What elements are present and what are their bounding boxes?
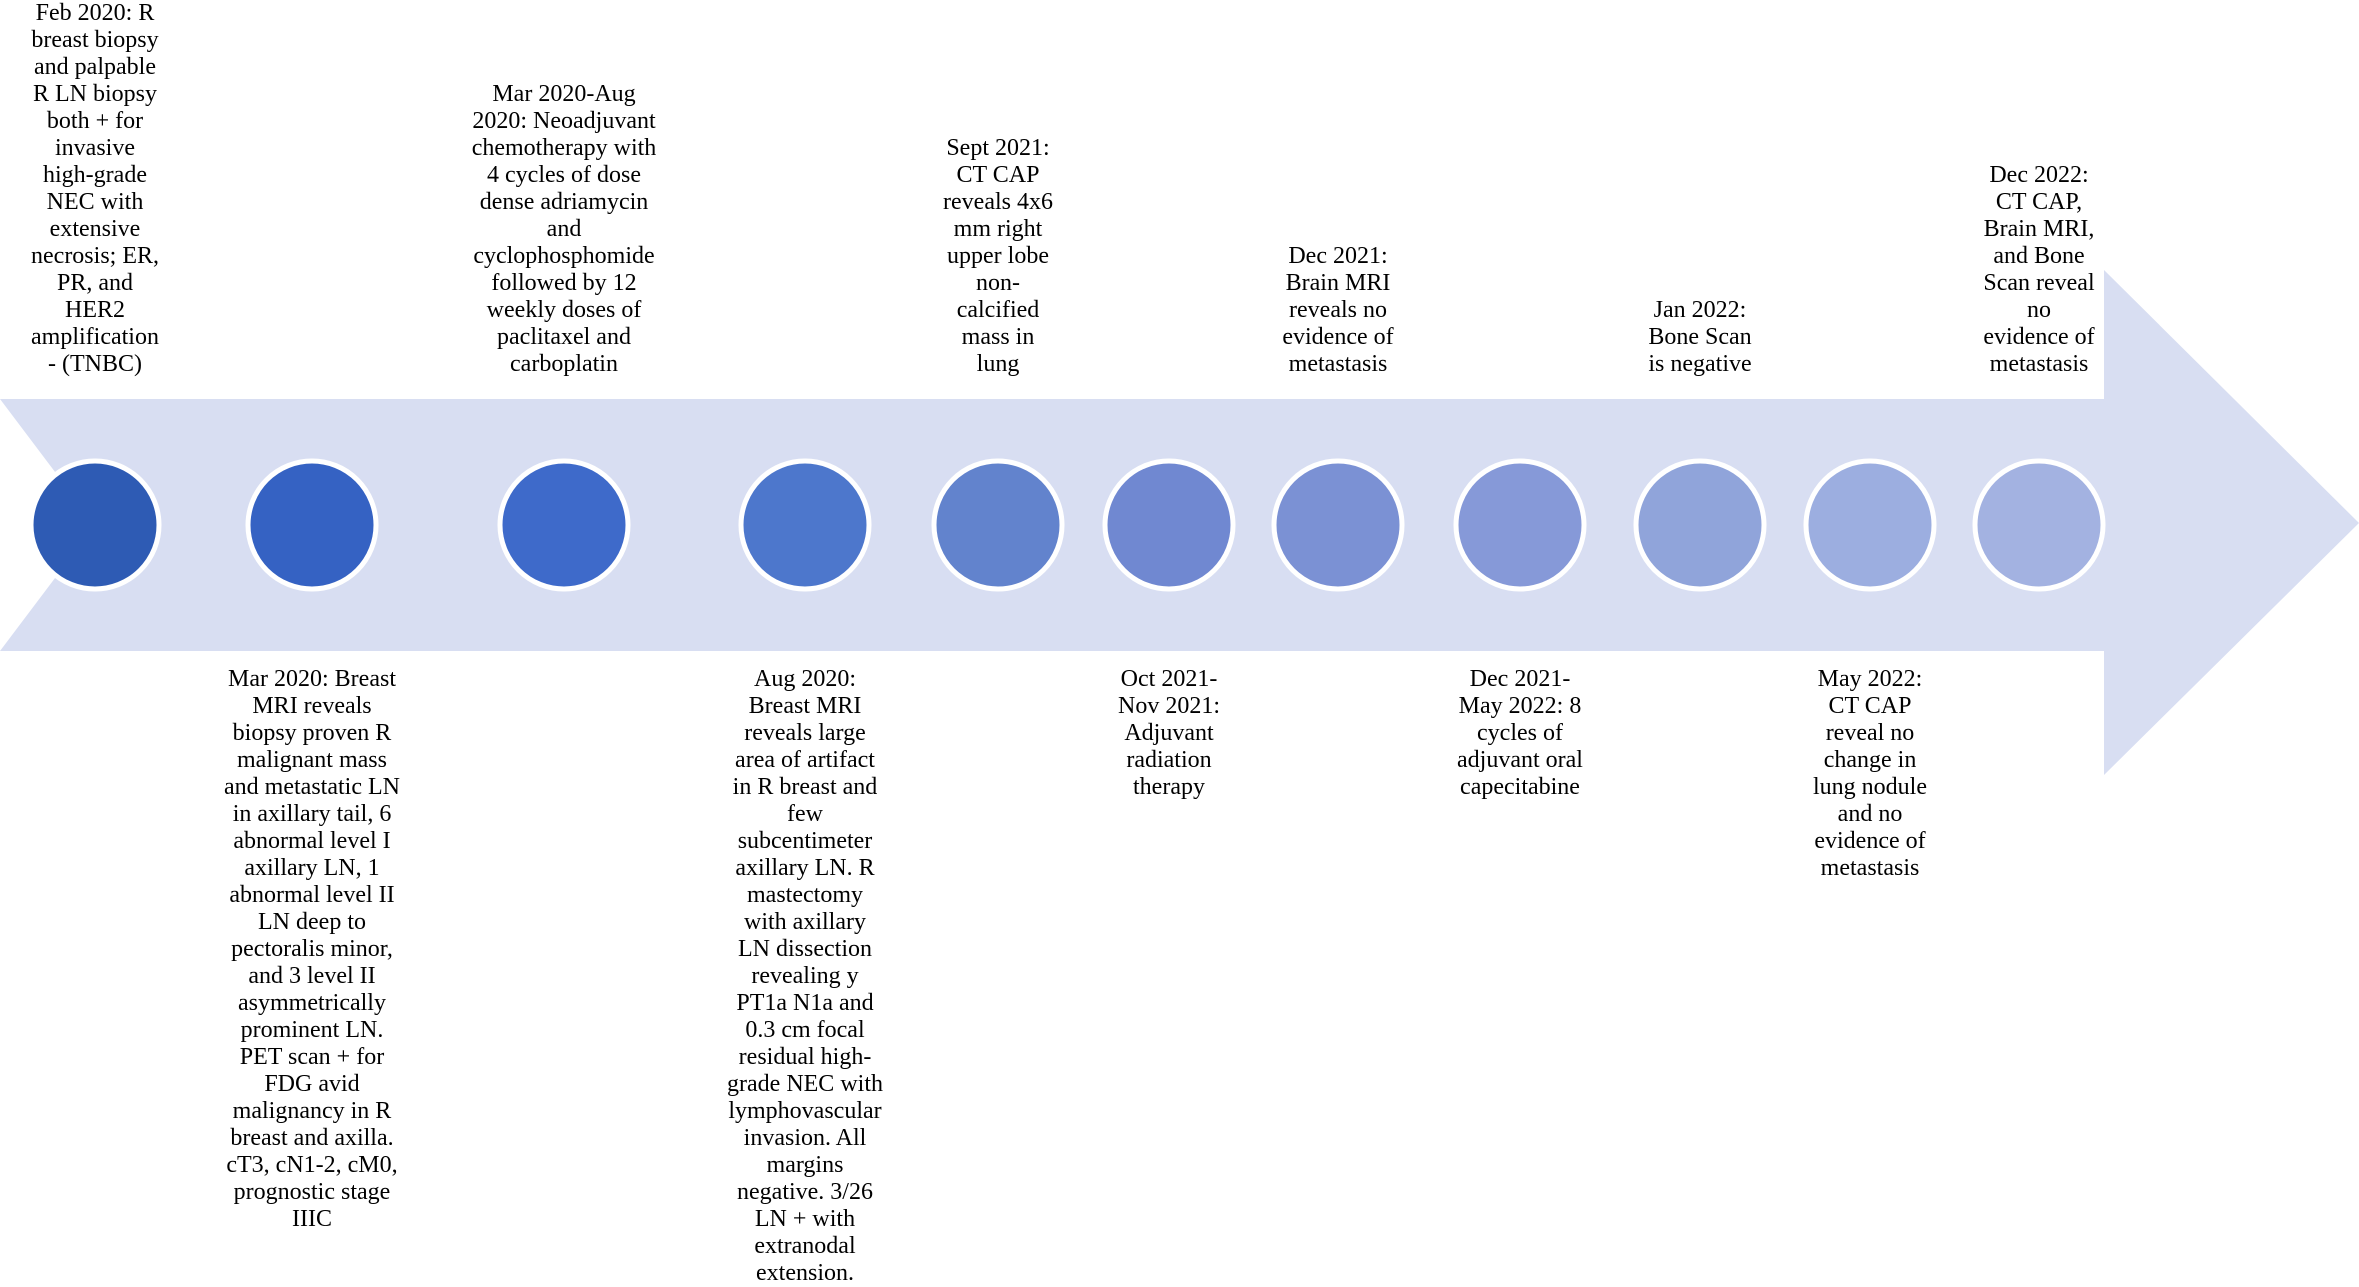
timeline-marker-8 [1453, 458, 1587, 592]
event-label-dec-2021-mri: Dec 2021: Brain MRI reveals no evidence … [1282, 243, 1394, 377]
timeline-marker-9 [1633, 458, 1767, 592]
timeline-marker-4 [738, 458, 872, 592]
event-label-oct-nov-2021: Oct 2021- Nov 2021: Adjuvant radiation t… [1118, 666, 1220, 800]
event-label-aug-2020: Aug 2020: Breast MRI reveals large area … [727, 666, 883, 1286]
timeline-markers [28, 458, 2106, 592]
event-label-jan-2022: Jan 2022: Bone Scan is negative [1648, 297, 1752, 377]
event-label-mar-aug-2020-chemo: Mar 2020-Aug 2020: Neoadjuvant chemother… [471, 81, 657, 377]
timeline-marker-3 [497, 458, 631, 592]
event-label-may-2022: May 2022: CT CAP reveal no change in lun… [1813, 666, 1927, 881]
timeline-marker-11 [1972, 458, 2106, 592]
event-label-feb-2020: Feb 2020: R breast biopsy and palpable R… [31, 0, 159, 377]
timeline-marker-5 [931, 458, 1065, 592]
timeline-marker-10 [1803, 458, 1937, 592]
timeline-marker-2 [245, 458, 379, 592]
timeline-marker-6 [1102, 458, 1236, 592]
event-label-sept-2021: Sept 2021: CT CAP reveals 4x6 mm right u… [943, 135, 1053, 377]
timeline-marker-7 [1271, 458, 1405, 592]
event-label-dec-2021-may-2022: Dec 2021- May 2022: 8 cycles of adjuvant… [1457, 666, 1583, 800]
timeline-marker-1 [28, 458, 162, 592]
event-label-dec-2022: Dec 2022: CT CAP, Brain MRI, and Bone Sc… [1983, 162, 2095, 377]
event-label-mar-2020-mri: Mar 2020: Breast MRI reveals biopsy prov… [224, 666, 400, 1232]
